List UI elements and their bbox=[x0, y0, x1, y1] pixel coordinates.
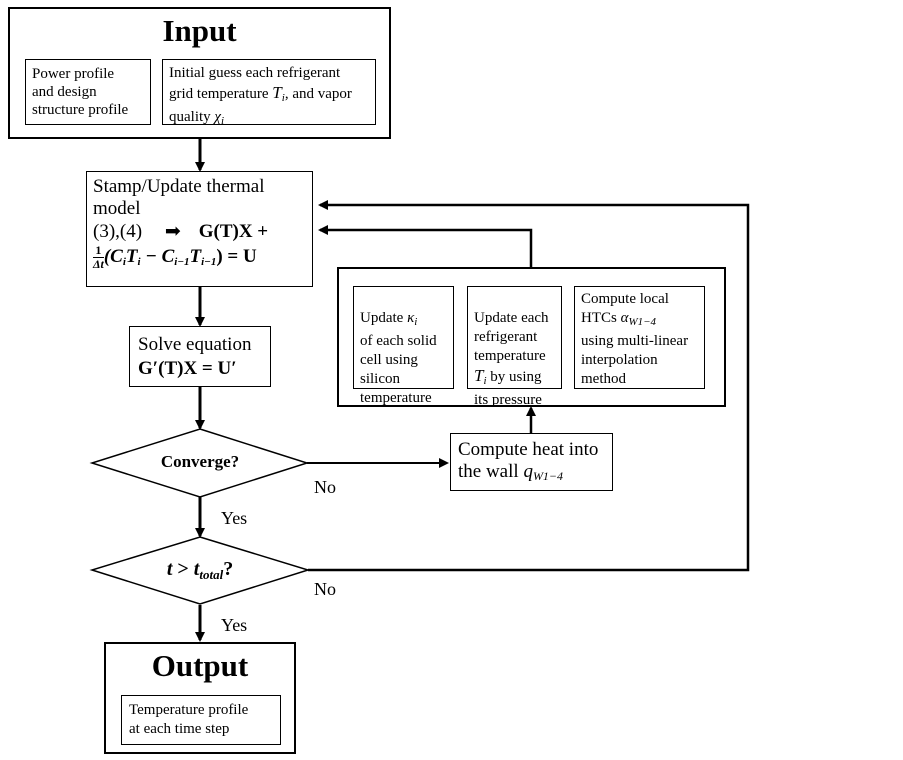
stamp-update-text: Stamp/Update thermal model (3),(4) ➡ G(T)… bbox=[93, 176, 268, 243]
stamp-ref: (3),(4) bbox=[93, 221, 143, 242]
kappa-sub: i bbox=[414, 316, 418, 328]
stamp-eq-line4: 1 Δt (CiTi − Ci−1Ti−1) = U bbox=[93, 244, 257, 271]
timecheck-label: t > ttotal? bbox=[120, 558, 280, 583]
compute-htc-box: Compute local HTCs αW1−4 using multi-lin… bbox=[574, 286, 705, 389]
refrig-text1: Update each refrigerant temperature bbox=[474, 310, 549, 364]
kappa-line1: Update bbox=[360, 310, 408, 326]
yes-label-timecheck: Yes bbox=[221, 615, 248, 635]
update-kappa-box: Update κi of each solid cell using silico… bbox=[353, 286, 454, 406]
timecheck-t2: t bbox=[193, 558, 200, 580]
stamp-fraction: 1 Δt bbox=[93, 244, 104, 271]
yes-label-converge: Yes bbox=[221, 508, 248, 528]
htc-line3: using multi-linear interpolation method bbox=[581, 333, 689, 387]
stamp-sub-i2: i bbox=[137, 255, 141, 268]
heat-q-sub: W1−4 bbox=[532, 469, 564, 483]
stamp-T1: T bbox=[125, 245, 138, 267]
htc-line1: Compute local bbox=[581, 291, 669, 307]
converge-diamond bbox=[89, 428, 310, 498]
htc-alpha-sub: W1−4 bbox=[628, 316, 657, 328]
stamp-eq-open: (C bbox=[103, 245, 123, 267]
stamp-frac-den: Δt bbox=[93, 257, 104, 271]
stamp-line2: model bbox=[93, 198, 141, 219]
initial-guess-line2b: , and vapor bbox=[284, 86, 352, 102]
temperature-profile-text: Temperature profile at each time step bbox=[129, 702, 249, 737]
initial-guess-line2: grid temperature bbox=[169, 86, 273, 102]
no-label-converge: No bbox=[314, 477, 336, 497]
solve-line2: G′(T)X = U′ bbox=[138, 358, 237, 379]
stamp-update-box: Stamp/Update thermal model (3),(4) ➡ G(T)… bbox=[86, 171, 313, 287]
initial-guess-chi: χ bbox=[214, 109, 222, 125]
compute-htc-text: Compute local HTCs αW1−4 using multi-lin… bbox=[581, 290, 688, 389]
heat-q: q bbox=[523, 461, 533, 482]
compute-heat-text: Compute heat into the wall qW1−4 bbox=[458, 439, 598, 487]
input-title: Input bbox=[162, 13, 237, 48]
stamp-eq-end: ) = U bbox=[216, 245, 257, 267]
heat-line1: Compute heat into bbox=[458, 439, 599, 460]
converge-label: Converge? bbox=[160, 452, 240, 471]
initial-guess-line1: Initial guess each refrigerant bbox=[169, 65, 341, 81]
kappa-symbol: κ bbox=[407, 310, 415, 326]
stamp-eq-line3: G(T)X + bbox=[198, 221, 269, 242]
temperature-profile-box: Temperature profile at each time step bbox=[121, 695, 281, 745]
stamp-T2: T bbox=[189, 245, 202, 267]
initial-guess-text: Initial guess each refrigerant grid temp… bbox=[169, 64, 352, 131]
stamp-line1: Stamp/Update thermal bbox=[93, 176, 265, 197]
arrow-timecheck-loop-to-stamp bbox=[308, 200, 750, 572]
no-label-timecheck: No bbox=[314, 579, 336, 599]
initial-guess-chi-sub: i bbox=[221, 115, 225, 127]
initial-guess-T-sub: i bbox=[281, 92, 285, 104]
stamp-sub-i1: i bbox=[122, 255, 126, 268]
power-profile-text: Power profile and design structure profi… bbox=[32, 66, 129, 118]
timecheck-gt: > bbox=[172, 558, 194, 580]
htc-alpha: α bbox=[620, 310, 629, 326]
stamp-minus-C: − C bbox=[140, 245, 175, 267]
kappa-rest: of each solid cell using silicon tempera… bbox=[360, 333, 437, 406]
solve-equation-box: Solve equation G′(T)X = U′ bbox=[129, 326, 271, 387]
right-arrow-icon: ➡ bbox=[164, 220, 181, 242]
stamp-frac-num: 1 bbox=[93, 244, 104, 258]
htc-line2a: HTCs bbox=[581, 310, 621, 326]
timecheck-sub: total bbox=[199, 567, 224, 582]
timecheck-t: t bbox=[166, 558, 173, 580]
refrig-T-sub: i bbox=[483, 375, 487, 387]
heat-line2: the wall bbox=[458, 461, 524, 482]
compute-heat-box: Compute heat into the wall qW1−4 bbox=[450, 433, 613, 491]
stamp-sub-im1a: i−1 bbox=[174, 255, 190, 268]
timecheck-q: ? bbox=[223, 558, 234, 580]
initial-guess-box: Initial guess each refrigerant grid temp… bbox=[162, 59, 376, 127]
solve-line1: Solve equation bbox=[138, 334, 252, 355]
update-kappa-text: Update κi of each solid cell using silico… bbox=[360, 290, 437, 408]
initial-guess-T: T bbox=[272, 83, 282, 102]
stamp-sub-im1b: i−1 bbox=[201, 255, 217, 268]
power-profile-box: Power profile and design structure profi… bbox=[25, 59, 151, 125]
initial-guess-line3: quality bbox=[169, 109, 215, 125]
refrig-T: T bbox=[474, 366, 484, 385]
arrow-update-to-stamp bbox=[318, 225, 533, 267]
refrig-text2: by using bbox=[486, 369, 542, 385]
refrig-text3: its pressure bbox=[474, 392, 542, 408]
output-title: Output bbox=[151, 648, 249, 683]
timecheck-diamond bbox=[89, 536, 311, 605]
